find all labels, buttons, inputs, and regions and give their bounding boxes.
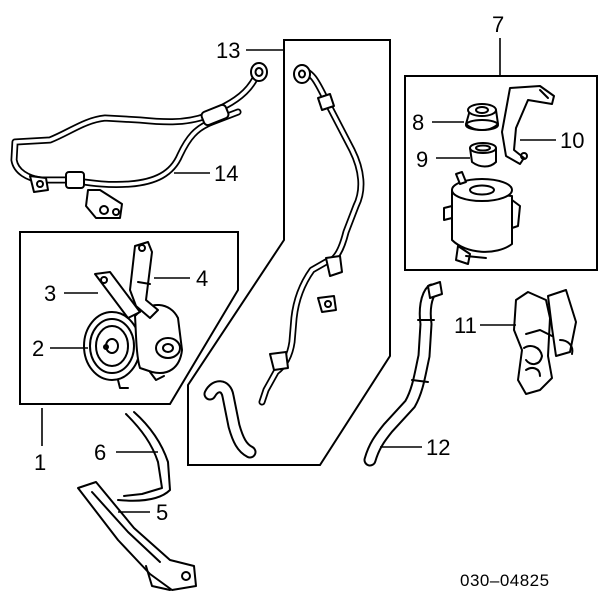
part-11-hose-bracket <box>513 289 577 395</box>
part-2-pump-pulley <box>83 311 141 381</box>
part-10-reservoir-bracket <box>501 85 555 165</box>
callout-7: 7 <box>492 12 504 37</box>
callout-14: 14 <box>214 161 238 186</box>
part-5-brace-bracket <box>77 481 197 591</box>
reservoir-assembly-frame <box>404 75 598 271</box>
callout-13: 13 <box>216 38 240 63</box>
callout-3: 3 <box>44 281 56 306</box>
part-3-pump-body <box>94 271 183 389</box>
part-6-drive-belt <box>117 411 171 502</box>
part-13-return-line <box>203 64 365 459</box>
leader-lines <box>41 38 556 513</box>
pump-assembly-frame <box>19 231 239 405</box>
callout-11: 11 <box>454 313 477 338</box>
part-12-return-hose <box>363 281 443 467</box>
callout-5: 5 <box>156 500 168 525</box>
callout-12: 12 <box>426 435 450 460</box>
reservoir-tank <box>443 171 521 265</box>
return-line-frame <box>187 39 391 466</box>
diagram-reference-code: 030–04825 <box>460 571 550 590</box>
callout-1: 1 <box>34 450 46 475</box>
callout-9: 9 <box>416 147 428 172</box>
part-4-pump-bracket <box>129 241 159 319</box>
callout-6: 6 <box>94 440 106 465</box>
callout-2: 2 <box>32 336 44 361</box>
part-14-pressure-line <box>10 62 268 219</box>
callout-4: 4 <box>196 266 208 291</box>
callout-10: 10 <box>560 128 584 153</box>
part-8-reservoir-cap <box>465 103 499 131</box>
callout-8: 8 <box>412 110 424 135</box>
part-9-filter-seal <box>469 142 497 168</box>
